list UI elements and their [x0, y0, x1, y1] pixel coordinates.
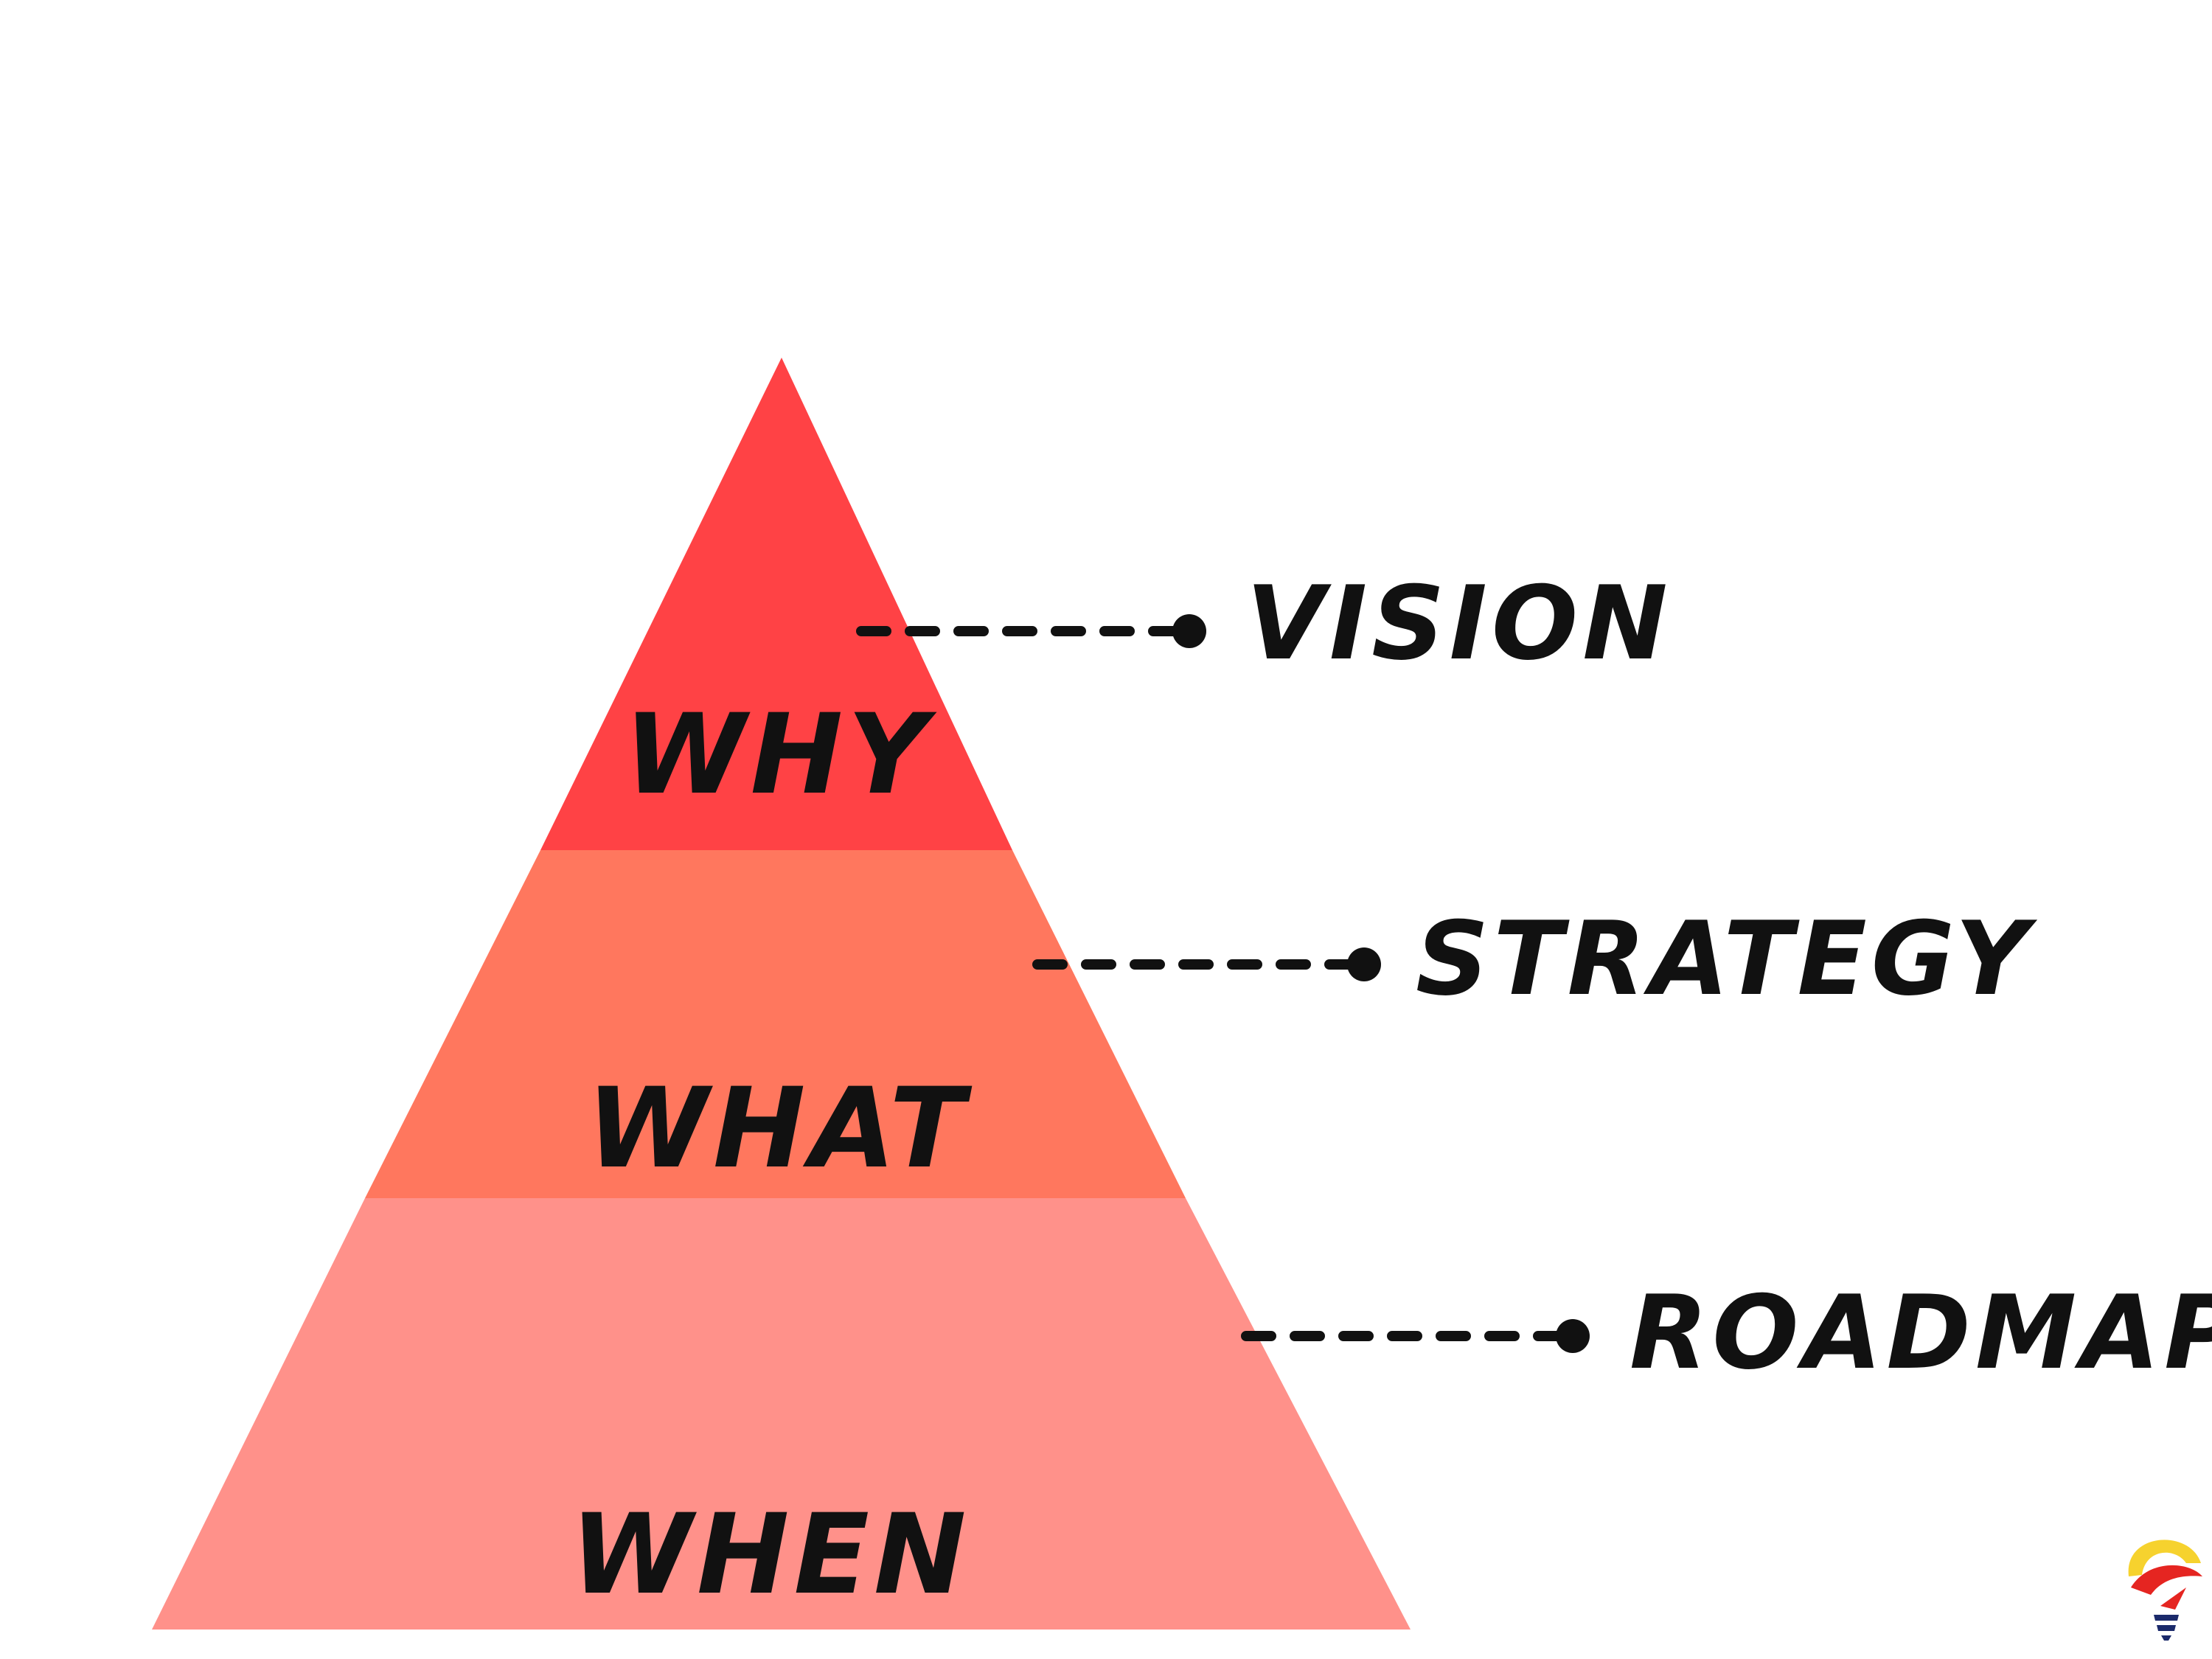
- logo-yellow-arc: [2128, 1540, 2201, 1576]
- logo-red-flame: [2160, 1587, 2186, 1610]
- pyramid: [152, 358, 1411, 1630]
- tier-label-what: WHAT: [586, 1065, 973, 1193]
- callout-roadmap: ROADMAP: [1241, 1273, 2212, 1392]
- leader-dot-vision: [1172, 614, 1206, 648]
- pyramid-tier-when: [152, 1198, 1411, 1630]
- leader-dot-roadmap: [1556, 1319, 1590, 1353]
- callout-label-roadmap: ROADMAP: [1630, 1273, 2212, 1392]
- logo-red-swoosh: [2131, 1565, 2202, 1595]
- leader-dot-strategy: [1347, 947, 1381, 981]
- callout-strategy: STRATEGY: [1032, 900, 2037, 1018]
- tier-label-why: WHY: [624, 691, 937, 819]
- pyramid-tier-why: [540, 358, 1012, 850]
- callout-label-strategy: STRATEGY: [1416, 900, 2037, 1018]
- callout-vision: VISION: [856, 564, 1672, 683]
- logo-navy-base: [2154, 1615, 2179, 1641]
- callout-label-vision: VISION: [1246, 564, 1672, 683]
- tier-label-when: WHEN: [571, 1491, 971, 1619]
- lightbulb-logo-icon: [2128, 1540, 2202, 1641]
- pyramid-tier-what: [365, 850, 1186, 1198]
